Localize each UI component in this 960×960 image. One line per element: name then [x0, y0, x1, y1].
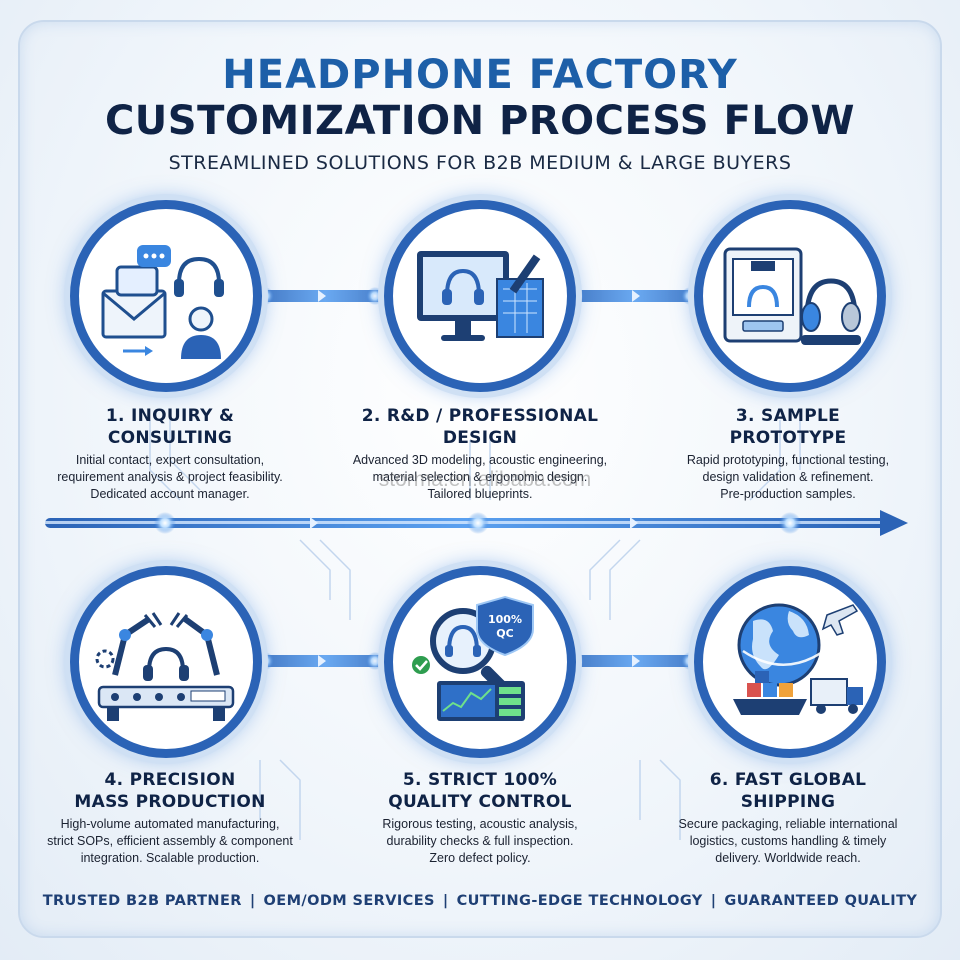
footer-tagline: TRUSTED B2B PARTNER | OEM/ODM SERVICES | CUT… [0, 893, 960, 909]
step1-description: Initial contact, expert consultation,req… [57, 453, 283, 501]
design-monitor-icon [417, 251, 544, 341]
step1-circle [70, 200, 262, 392]
quality-check-icon: 100% QC [412, 595, 534, 721]
page-subtitle: STREAMLINED SOLUTIONS FOR B2B MEDIUM & L… [168, 152, 792, 174]
step4-description: High-volume automated manufacturing,stri… [47, 817, 293, 865]
page-title-line1: HEADPHONE FACTORY [222, 52, 738, 98]
global-shipping-icon [733, 603, 863, 715]
step3-circle [694, 200, 886, 392]
step2-description: Advanced 3D modeling, acoustic engineeri… [352, 453, 608, 501]
step5-circle: 100% QC [384, 566, 576, 758]
circuit-traces [149, 420, 801, 840]
svg-text:QC: QC [496, 627, 513, 640]
main-flow-arrow [45, 510, 908, 536]
footer-item-oem-odm: OEM/ODM SERVICES [263, 893, 435, 909]
3d-printer-icon [723, 247, 861, 345]
page-title-line2: CUSTOMIZATION PROCESS FLOW [104, 98, 856, 144]
footer-separator: | [249, 893, 256, 909]
step2-circle [384, 200, 576, 392]
step5-title: 5. STRICT 100%QUALITY CONTROL [388, 770, 572, 812]
step3-description: Rapid prototyping, functional testing,de… [686, 453, 890, 501]
watermark: storma.en.alibaba.com [378, 468, 592, 491]
step6-description: Secure packaging, reliable international… [678, 817, 898, 865]
footer-item-trusted-partner: TRUSTED B2B PARTNER [42, 893, 242, 909]
robot-arms-icon [95, 612, 235, 721]
footer-separator: | [442, 893, 449, 909]
footer-item-technology: CUTTING-EDGE TECHNOLOGY [456, 893, 703, 909]
outer-frame [18, 20, 942, 938]
footer-item-quality: GUARANTEED QUALITY [724, 893, 918, 909]
step4-circle [70, 566, 262, 758]
step1-title: 1. INQUIRY &CONSULTING [105, 406, 235, 448]
step6-circle [694, 566, 886, 758]
qc-badge-label: 100% [488, 613, 522, 626]
inquiry-consulting-icon [101, 245, 224, 359]
step5-description: Rigorous testing, acoustic analysis,dura… [382, 817, 578, 865]
footer-separator: | [710, 893, 717, 909]
connector-row2 [250, 652, 710, 670]
